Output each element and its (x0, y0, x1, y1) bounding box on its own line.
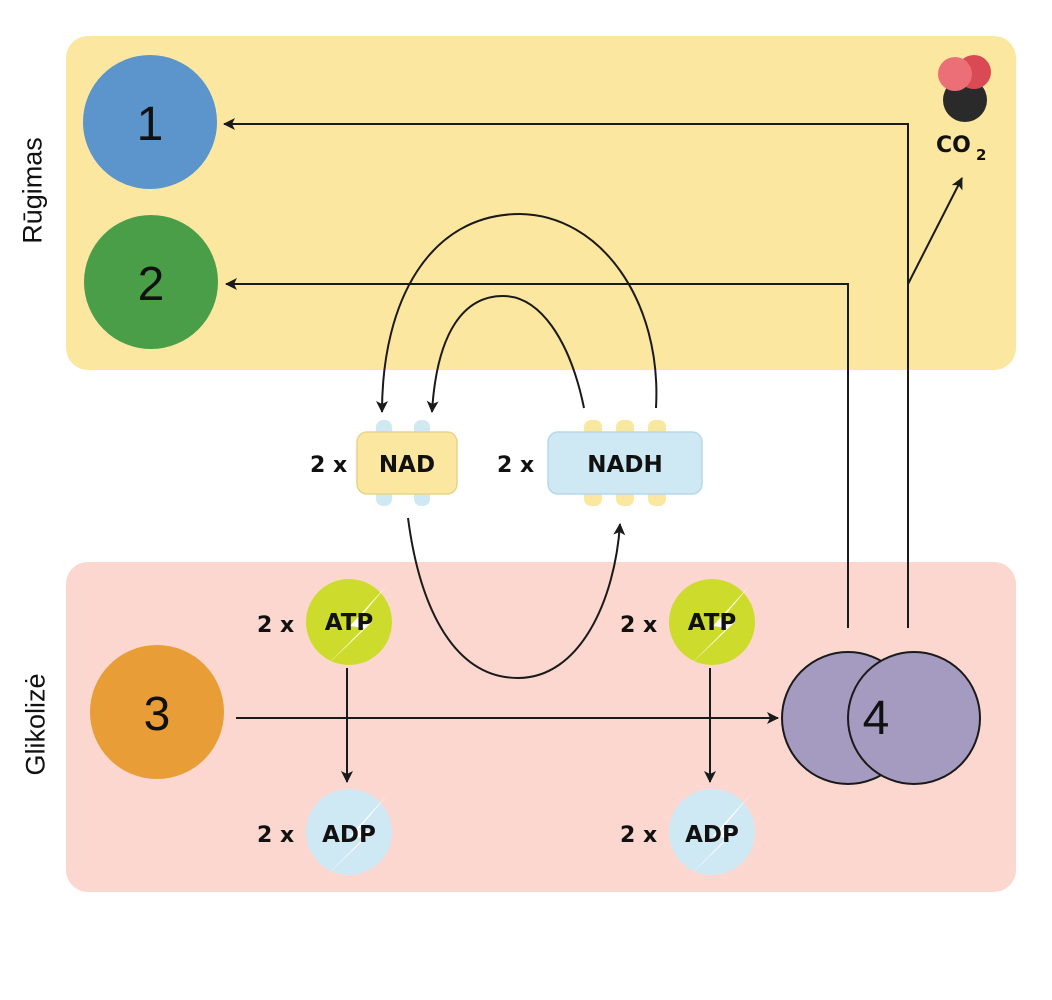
svg-text:CO: CO (936, 133, 971, 158)
arrows (223, 118, 963, 783)
node-3: 3 (90, 645, 224, 779)
adp-left-icon: ADP (306, 789, 392, 876)
arrow-4-to-2 (225, 278, 849, 628)
arrow-nad-to-nadh-glycolysis (407, 517, 626, 680)
nad-box: NAD (356, 420, 458, 506)
arrow-to-co2 (907, 177, 963, 285)
atp-right-multiplier: 2 x (620, 613, 657, 638)
nadh-label: NADH (587, 452, 662, 478)
adp-right-multiplier: 2 x (620, 823, 657, 848)
adp-left-multiplier: 2 x (257, 823, 294, 848)
node-1: 1 (83, 55, 217, 189)
atp-right-label: ATP (688, 610, 737, 636)
atp-left-label: ATP (325, 610, 374, 636)
co2-label: CO 2 (936, 133, 986, 164)
arrow-4-to-1 (223, 118, 909, 628)
nad-label: NAD (379, 452, 435, 478)
adp-left-label: ADP (322, 822, 376, 848)
adp-right-icon: ADP (669, 789, 755, 876)
node-2-label: 2 (138, 258, 165, 311)
node-2: 2 (84, 215, 218, 349)
arrow-nadh-to-nad-outer (376, 212, 658, 413)
atp-left-icon: ATP (306, 579, 392, 666)
atp-left-multiplier: 2 x (257, 613, 294, 638)
atp-right-icon: ATP (669, 579, 755, 666)
arrow-nadh-to-nad-inner (426, 294, 585, 413)
node-3-label: 3 (144, 688, 171, 741)
nad-multiplier: 2 x (310, 453, 347, 478)
adp-right-label: ADP (685, 822, 739, 848)
node-4-label: 4 (863, 692, 890, 745)
svg-text:2: 2 (976, 146, 986, 164)
nadh-box: NADH (547, 420, 703, 506)
co2-molecule-icon (938, 55, 991, 122)
node-4: 4 (781, 651, 981, 785)
nadh-multiplier: 2 x (497, 453, 534, 478)
node-1-label: 1 (137, 98, 164, 151)
